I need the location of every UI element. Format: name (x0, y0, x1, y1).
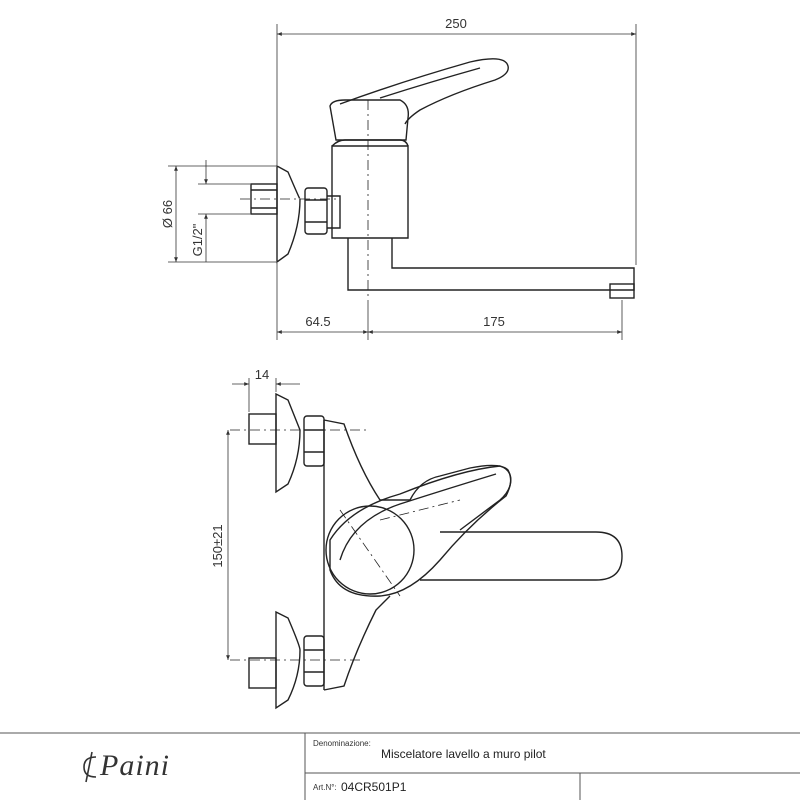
top-upper-flange (275, 392, 301, 494)
top-lever (329, 465, 512, 597)
side-dimensions (168, 24, 637, 340)
top-lower-inlet (248, 657, 277, 689)
top-lower-nut (303, 635, 325, 687)
top-handle-base (325, 505, 415, 595)
side-flange (276, 164, 301, 264)
denominazione-value: Miscelatore lavello a muro pilot (381, 747, 546, 761)
side-handle-base (329, 99, 410, 141)
dim-overall-length: 250 (445, 16, 467, 31)
title-block (0, 732, 800, 800)
art-label: Art.N°: (313, 783, 337, 792)
art-value: 04CR501P1 (341, 780, 407, 794)
paini-logo-icon (83, 751, 97, 783)
side-lever (339, 58, 509, 125)
top-body (323, 419, 512, 531)
side-view (240, 58, 635, 300)
dim-wall-offset: 64.5 (305, 314, 330, 329)
denominazione-label: Denominazione: (313, 739, 371, 748)
dim-flange-diameter: Ø 66 (160, 200, 175, 228)
top-spout (420, 531, 623, 581)
dim-spout-reach: 175 (483, 314, 505, 329)
top-lower-flange (275, 610, 301, 710)
dim-thread: G1/2" (190, 223, 205, 256)
side-spout (347, 238, 635, 291)
side-nut (304, 187, 328, 235)
brand-name: Paini (99, 749, 170, 782)
side-body (331, 145, 409, 239)
dim-center-distance: 150±21 (210, 524, 225, 567)
dim-connector-depth: 14 (255, 367, 269, 382)
top-view (230, 392, 623, 710)
top-dimensions (226, 378, 300, 660)
top-upper-nut (303, 415, 325, 467)
top-upper-inlet (248, 413, 277, 445)
